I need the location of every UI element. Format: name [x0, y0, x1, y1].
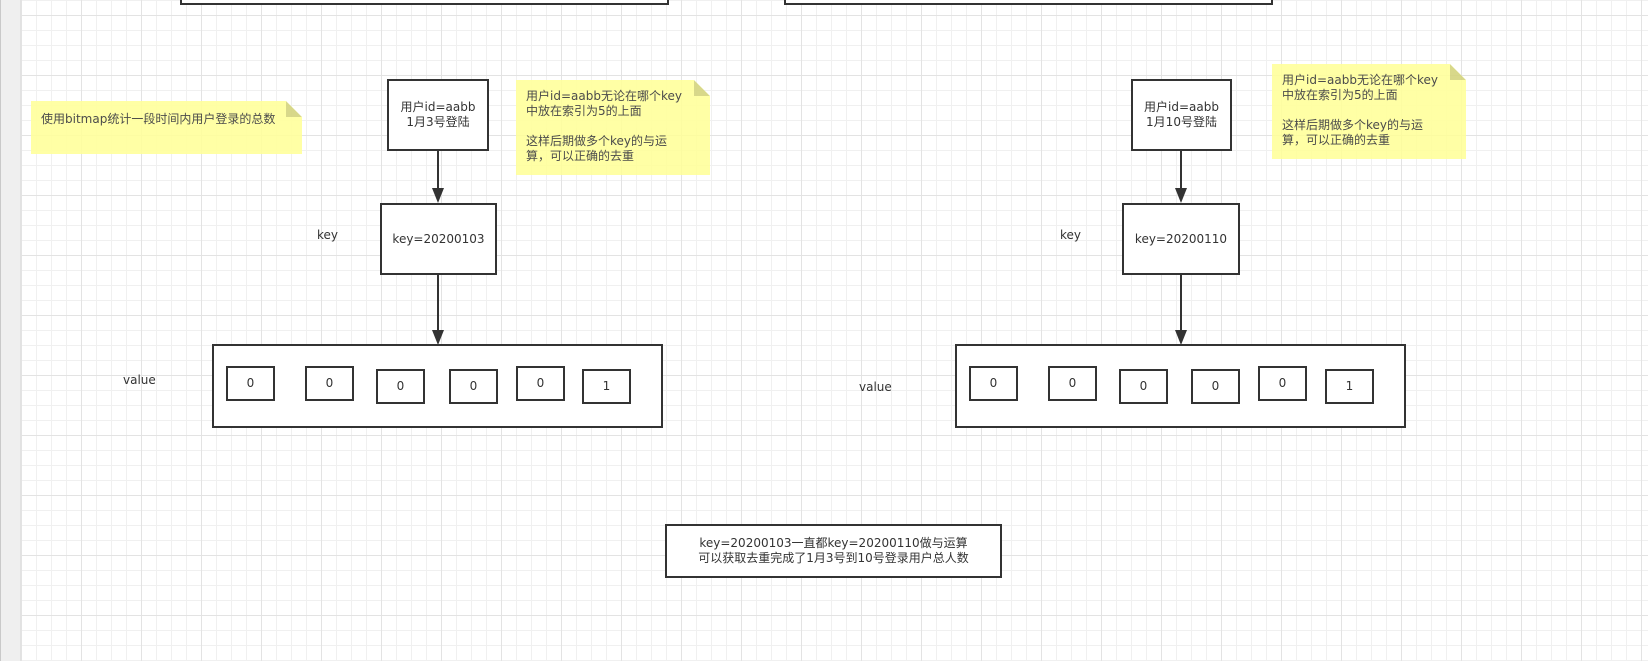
value-label-right: value	[859, 380, 892, 394]
bit-cell-right-0[interactable]: 0	[969, 366, 1018, 401]
title-note[interactable]: 使用bitmap统计一段时间内用户登录的总数	[31, 101, 302, 154]
bit-cell-right-1[interactable]: 0	[1048, 366, 1097, 401]
user-box-right-line1: 用户id=aabb	[1144, 100, 1219, 114]
key-box-right[interactable]: key=20200110	[1122, 203, 1240, 275]
key-box-left-text: key=20200103	[392, 231, 485, 246]
user-box-left-line1: 用户id=aabb	[400, 100, 476, 114]
bit-value: 0	[246, 376, 255, 390]
user-box-right-line2: 1月10号登陆	[1146, 115, 1217, 129]
bit-value: 0	[1211, 379, 1220, 393]
bit-cell-right-4[interactable]: 0	[1258, 366, 1307, 401]
key-label-left: key	[317, 228, 339, 242]
index-note-right[interactable]: 用户id=aabb无论在哪个key 中放在索引为5的上面 这样后期做多个key的…	[1272, 64, 1466, 159]
connector-key-to-value-right	[1180, 275, 1182, 331]
bit-value: 0	[325, 376, 334, 390]
key-label-right: key	[1060, 228, 1082, 242]
summary-line1: key=20200103一直都key=20200110做与运算	[699, 536, 968, 550]
bit-cell-right-5[interactable]: 1	[1325, 369, 1374, 404]
user-box-right[interactable]: 用户id=aabb 1月10号登陆	[1131, 79, 1232, 151]
user-box-left[interactable]: 用户id=aabb 1月3号登陆	[387, 79, 489, 151]
arrow-down-icon	[432, 188, 444, 203]
bit-cell-right-2[interactable]: 0	[1119, 369, 1168, 404]
key-box-right-text: key=20200110	[1134, 231, 1228, 246]
bit-value: 0	[989, 376, 998, 390]
index-note-right-text: 用户id=aabb无论在哪个key 中放在索引为5的上面 这样后期做多个key的…	[1282, 73, 1438, 147]
index-note-left[interactable]: 用户id=aabb无论在哪个key 中放在索引为5的上面 这样后期做多个key的…	[516, 80, 710, 175]
top-shape-right[interactable]	[784, 0, 1273, 5]
bit-cell-left-5[interactable]: 1	[582, 369, 631, 404]
value-label-left: value	[123, 373, 156, 387]
bit-value: 0	[1139, 379, 1148, 393]
bit-cell-left-3[interactable]: 0	[449, 369, 498, 404]
connector-user-to-key-right	[1180, 151, 1182, 189]
bit-cell-left-4[interactable]: 0	[516, 366, 565, 401]
summary-box[interactable]: key=20200103一直都key=20200110做与运算 可以获取去重完成…	[665, 524, 1002, 578]
summary-line2: 可以获取去重完成了1月3号到10号登录用户总人数	[698, 551, 969, 565]
title-note-text: 使用bitmap统计一段时间内用户登录的总数	[41, 112, 276, 126]
bit-cell-left-1[interactable]: 0	[305, 366, 354, 401]
user-box-left-line2: 1月3号登陆	[406, 115, 470, 129]
bit-value: 0	[1278, 376, 1287, 390]
arrow-down-icon	[432, 330, 444, 345]
connector-user-to-key-left	[437, 151, 439, 189]
connector-key-to-value-left	[437, 275, 439, 331]
arrow-down-icon	[1175, 330, 1187, 345]
bit-value: 1	[1345, 379, 1354, 393]
bit-cell-left-2[interactable]: 0	[376, 369, 425, 404]
key-box-left[interactable]: key=20200103	[380, 203, 497, 275]
bit-value: 0	[536, 376, 545, 390]
left-panel-edge	[0, 0, 21, 661]
top-shape-left[interactable]	[180, 0, 669, 5]
bit-value: 0	[396, 379, 405, 393]
index-note-left-text: 用户id=aabb无论在哪个key 中放在索引为5的上面 这样后期做多个key的…	[526, 89, 682, 163]
bit-cell-right-3[interactable]: 0	[1191, 369, 1240, 404]
bit-value: 0	[1068, 376, 1077, 390]
bit-cell-left-0[interactable]: 0	[226, 366, 275, 401]
bit-value: 1	[602, 379, 611, 393]
arrow-down-icon	[1175, 188, 1187, 203]
bit-value: 0	[469, 379, 478, 393]
